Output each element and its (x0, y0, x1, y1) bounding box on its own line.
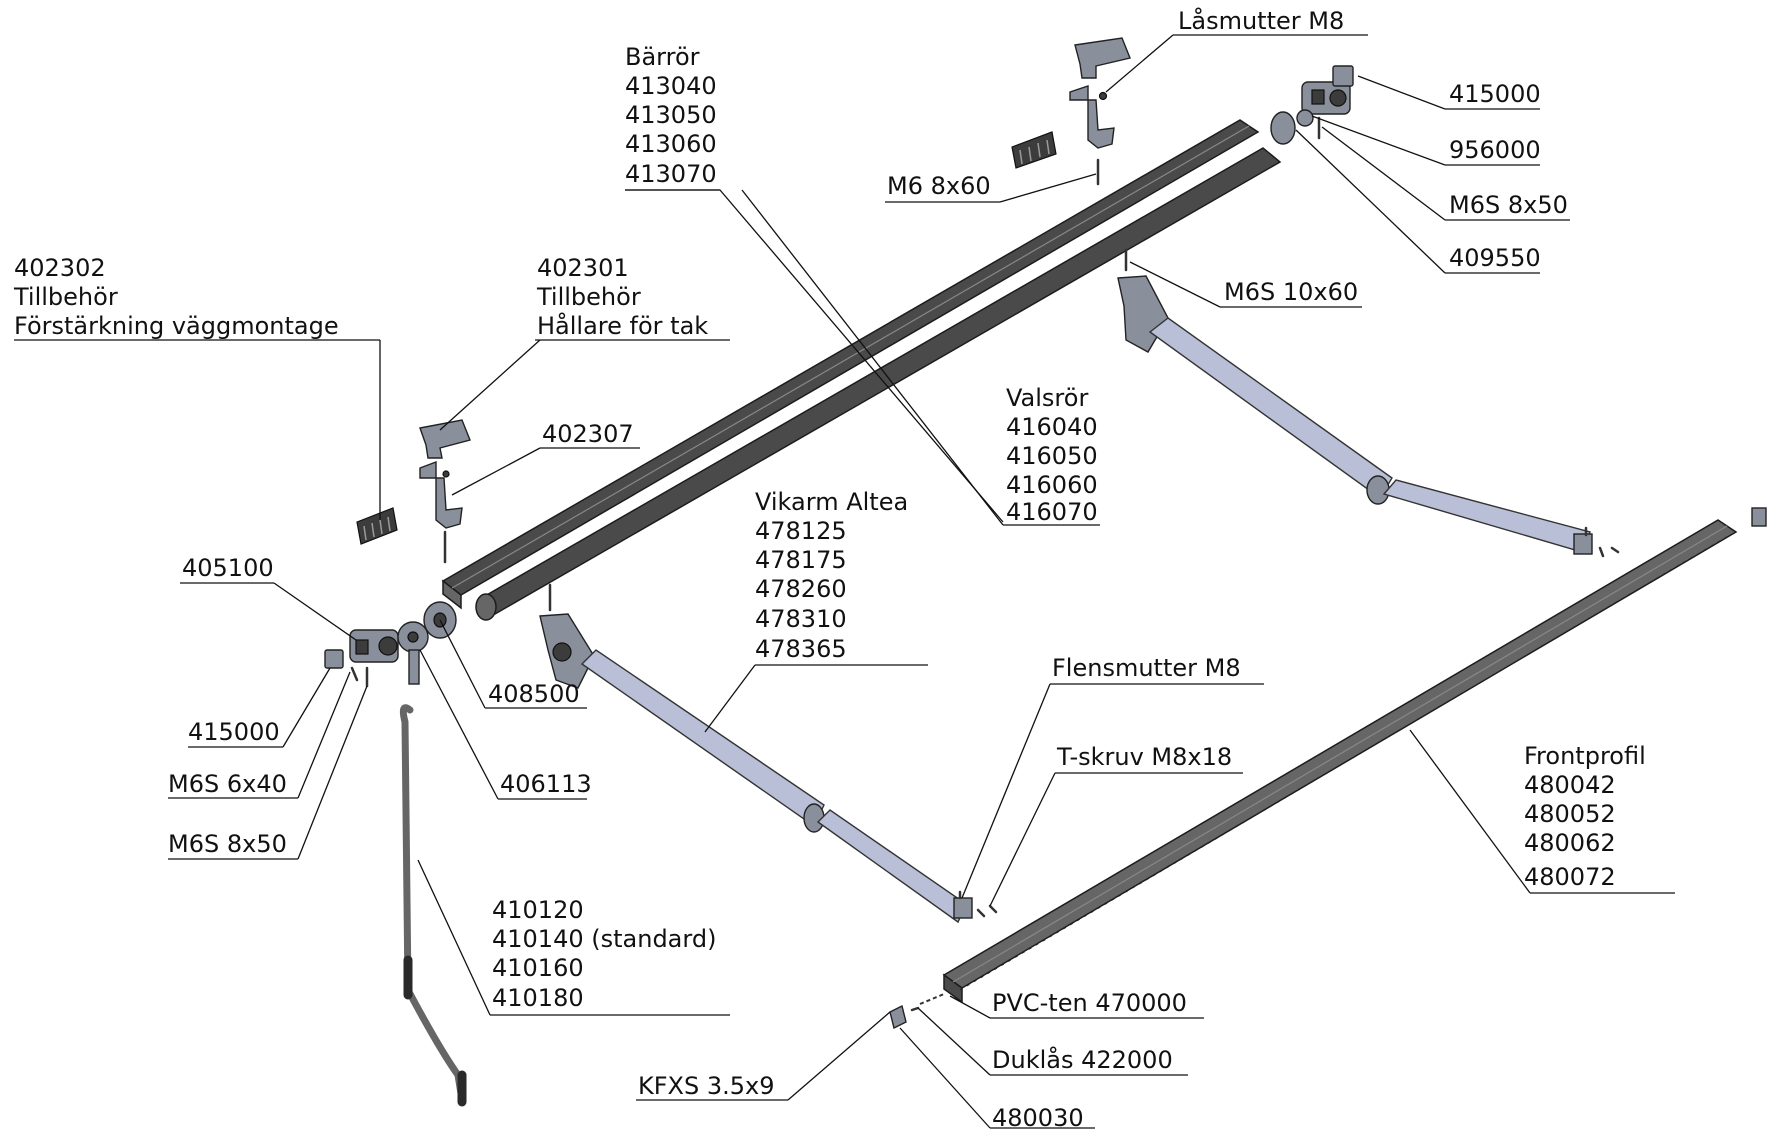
label-valsror-2: 416050 (1006, 442, 1098, 470)
label-408500: 408500 (488, 680, 580, 708)
screw-m6s-6x40 (350, 666, 359, 682)
label-frontprofil-3: 480062 (1524, 829, 1616, 857)
leader-duklas (917, 1007, 991, 1076)
leader-vev (417, 859, 491, 1016)
roller-tube-valsror (475, 147, 1282, 621)
label-valsror-3: 416060 (1006, 471, 1098, 499)
leader-barror (625, 189, 1004, 523)
label-vikarm-1: 478125 (755, 517, 847, 545)
label-956000: 956000 (1449, 136, 1541, 164)
roof-holder-402301 (419, 419, 471, 564)
label-flensmutter: Flensmutter M8 (1052, 654, 1241, 682)
label-frontprofil-4: 480072 (1524, 863, 1616, 891)
crank-handle-vev (399, 704, 467, 1107)
leader-402307 (451, 447, 541, 496)
label-valsror-4: 416070 (1006, 498, 1098, 526)
label-barror-title: Bärrör (625, 43, 700, 71)
label-pvc-ten: PVC-ten 470000 (992, 989, 1187, 1017)
label-hallare: Hållare för tak (537, 311, 708, 340)
label-m6s8x50-right: M6S 8x50 (1449, 191, 1568, 219)
leader-lasmutter (1105, 34, 1174, 93)
folding-arm-right (1117, 248, 1620, 558)
label-vev-3: 410160 (492, 954, 584, 982)
label-vikarm-3: 478260 (755, 575, 847, 603)
leader-415000-left (282, 667, 331, 748)
right-end-group (1270, 65, 1354, 145)
leader-406113 (419, 649, 499, 800)
leader-kfxs (787, 1011, 891, 1101)
top-bracket-group (1011, 37, 1131, 186)
label-vikarm-title: Vikarm Altea (755, 488, 908, 516)
label-frontprofil-title: Frontprofil (1524, 742, 1646, 770)
drive-406113 (397, 621, 429, 685)
label-405100: 405100 (182, 554, 274, 582)
leader-frontprofil (1409, 729, 1531, 894)
leader-m6-8x60 (999, 173, 1097, 203)
label-402307: 402307 (542, 420, 634, 448)
label-m6s6x40: M6S 6x40 (168, 770, 287, 798)
leader-m6s10x60 (1129, 261, 1221, 308)
leader-flensmutter (961, 683, 1051, 899)
leader-pvc (949, 995, 991, 1019)
label-barror-1: 413040 (625, 72, 717, 100)
bracket-405100 (349, 629, 399, 663)
leader-405100 (273, 582, 357, 641)
label-valsror-1: 416040 (1006, 413, 1098, 441)
label-forstarkning: Förstärkning väggmontage (14, 312, 339, 340)
label-frontprofil-2: 480052 (1524, 800, 1616, 828)
leader-480030 (899, 1027, 991, 1129)
leader-m6s8x50-left (297, 685, 368, 860)
cap-415000-left (324, 649, 344, 669)
leader-valsror (741, 189, 1004, 526)
leader-m6s8x50-right (1321, 126, 1446, 221)
label-402301: 402301 (537, 254, 629, 282)
label-m6-8x60: M6 8x60 (887, 172, 991, 200)
label-tillbehor-1: Tillbehör (13, 283, 118, 311)
label-vikarm-5: 478365 (755, 635, 847, 663)
label-406113: 406113 (500, 770, 592, 798)
leader-402301 (439, 339, 541, 431)
label-valsror-title: Valsrör (1006, 384, 1088, 412)
label-barror-4: 413070 (625, 160, 717, 188)
label-409550: 409550 (1449, 244, 1541, 272)
leader-tskruv (989, 772, 1056, 907)
label-tillbehor-2: Tillbehör (536, 283, 641, 311)
wall-reinforcement-402302 (356, 507, 398, 545)
label-415000-left: 415000 (188, 718, 280, 746)
label-vev-4: 410180 (492, 984, 584, 1012)
folding-arm-vikarm-altea (539, 583, 998, 924)
label-vev-1: 410120 (492, 896, 584, 924)
leader-409550 (1295, 129, 1446, 274)
label-lasmutter: Låsmutter M8 (1178, 6, 1344, 35)
label-m6s10x60: M6S 10x60 (1224, 278, 1358, 306)
label-415000-right: 415000 (1449, 80, 1541, 108)
label-frontprofil-1: 480042 (1524, 771, 1616, 799)
label-kfxs: KFXS 3.5x9 (638, 1072, 775, 1100)
leader-408500 (439, 619, 486, 709)
label-402302: 402302 (14, 254, 106, 282)
leader-m6s6x40 (297, 671, 351, 799)
label-barror-3: 413060 (625, 130, 717, 158)
front-end-parts (889, 993, 945, 1030)
label-vikarm-4: 478310 (755, 605, 847, 633)
support-tube-barror (441, 119, 1260, 610)
label-tskruv: T-skruv M8x18 (1056, 743, 1232, 771)
leader-956000 (1311, 115, 1446, 166)
label-barror-2: 413050 (625, 101, 717, 129)
label-m6s8x50-left: M6S 8x50 (168, 830, 287, 858)
leader-vikarm (704, 664, 756, 733)
label-vikarm-2: 478175 (755, 546, 847, 574)
label-duklas: Duklås 422000 (992, 1045, 1173, 1074)
leader-415000-right (1357, 75, 1446, 110)
label-vev-2: 410140 (standard) (492, 925, 716, 953)
label-480030: 480030 (992, 1104, 1084, 1132)
